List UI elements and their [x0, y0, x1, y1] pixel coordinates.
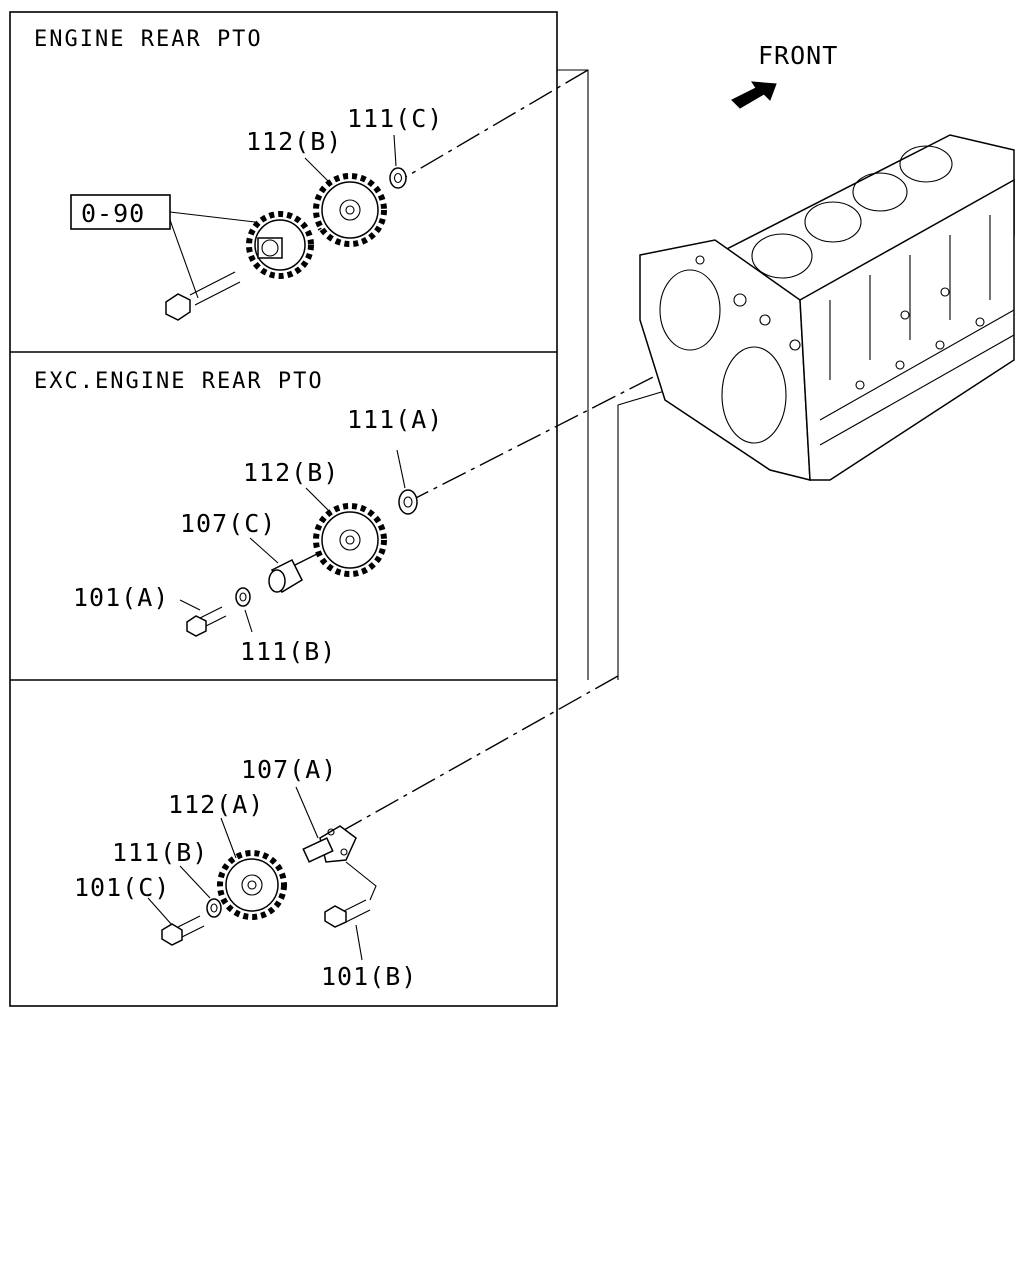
front-label: FRONT — [758, 41, 838, 70]
callout-107c: 107(C) — [180, 509, 276, 538]
callout-111b: 111(B) — [112, 838, 208, 867]
gear-112b-icon — [313, 503, 387, 577]
panel-title-engine-rear-pto: ENGINE REAR PTO — [34, 27, 263, 52]
collar-107c-icon — [268, 558, 303, 594]
panel-title-exc-engine-rear-pto: EXC.ENGINE REAR PTO — [34, 369, 324, 394]
shaft-107a-icon — [302, 825, 357, 863]
gear-0-90-icon — [246, 211, 314, 279]
callout-101c: 101(C) — [74, 873, 170, 902]
callout-leaders-p3 — [147, 786, 377, 961]
ref-box-label: 0-90 — [81, 199, 145, 228]
washer-111c-icon — [389, 167, 407, 189]
callout-111a: 111(A) — [347, 405, 443, 434]
washer-111b-icon — [206, 898, 222, 918]
front-arrow-icon — [731, 81, 777, 109]
callout-107a: 107(A) — [241, 755, 337, 784]
bolt-101b-icon — [324, 899, 371, 928]
gear-112a-icon — [217, 850, 287, 920]
washer-111a-icon — [398, 489, 418, 515]
washer-111b-icon — [235, 587, 251, 607]
callout-leaders-p2 — [179, 449, 406, 633]
bolt-101a-icon — [186, 606, 227, 637]
callout-112a: 112(A) — [168, 790, 264, 819]
bolt-101c-icon — [161, 915, 205, 946]
engine-block — [639, 134, 1015, 481]
callout-112b: 112(B) — [243, 458, 339, 487]
callout-111b: 111(B) — [240, 637, 336, 666]
callout-101b: 101(B) — [321, 962, 417, 991]
callout-leaders-p1 — [169, 134, 397, 299]
gear-112b-icon — [313, 173, 387, 247]
callout-101a: 101(A) — [73, 583, 169, 612]
bolt-icon — [165, 271, 241, 321]
callout-111c: 111(C) — [347, 104, 443, 133]
panel-frame — [9, 11, 558, 1007]
callout-112b: 112(B) — [246, 127, 342, 156]
